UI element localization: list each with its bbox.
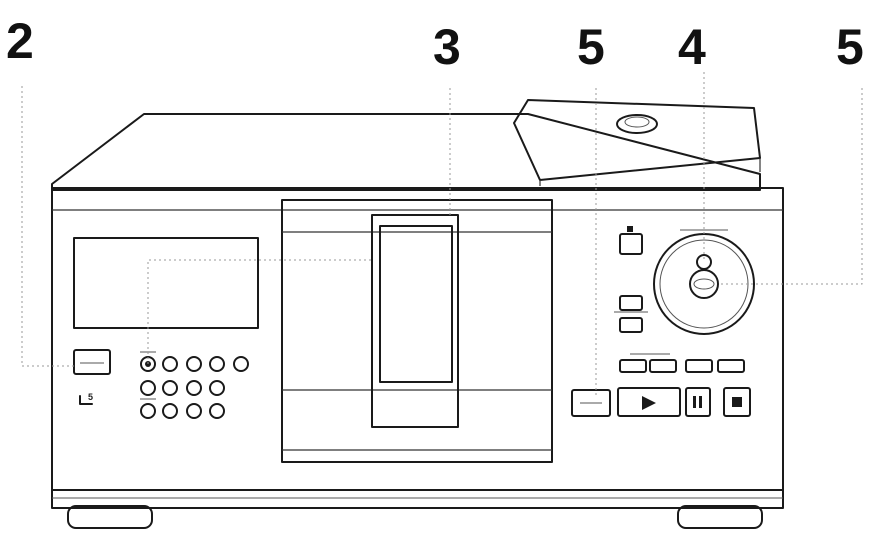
- func-button-3[interactable]: [685, 359, 713, 373]
- key-6[interactable]: [140, 380, 156, 396]
- callout-3: 3: [433, 19, 461, 75]
- key-9[interactable]: [209, 380, 225, 396]
- side-button-2[interactable]: [619, 317, 643, 333]
- stop-button[interactable]: [723, 387, 751, 417]
- front-panel: [51, 187, 784, 491]
- key-7[interactable]: [162, 380, 178, 396]
- callout-5-left: 5: [577, 19, 605, 75]
- disc-button-indicator-icon: [627, 226, 633, 232]
- pause-icon: [693, 396, 702, 408]
- foot-left: [67, 505, 153, 529]
- key-10[interactable]: [140, 403, 156, 419]
- door-window-frame: [371, 214, 459, 428]
- key-13[interactable]: [209, 403, 225, 419]
- unit-top-surface: [51, 113, 761, 191]
- key-2[interactable]: [162, 356, 178, 372]
- base-plinth: [51, 489, 784, 509]
- power-button[interactable]: [73, 349, 111, 375]
- display-window: [73, 237, 259, 329]
- stop-icon: [732, 397, 742, 407]
- door-window[interactable]: [379, 225, 453, 383]
- pause-button[interactable]: [685, 387, 711, 417]
- callout-2: 2: [6, 13, 34, 69]
- play-icon: [642, 396, 656, 410]
- lid-handle: [616, 114, 658, 134]
- func-button-4[interactable]: [717, 359, 745, 373]
- side-button-1[interactable]: [619, 295, 643, 311]
- leader-key: [147, 259, 372, 364]
- jog-dial-center-label: [693, 278, 715, 290]
- key-5[interactable]: [233, 356, 249, 372]
- foot-right: [677, 505, 763, 529]
- center-door: [281, 199, 553, 463]
- numeric-keypad: [140, 351, 249, 419]
- svg-text:5: 5: [88, 392, 93, 402]
- leader-2: [21, 86, 74, 367]
- dolby-like-logo-icon: 5: [79, 392, 93, 405]
- callout-4: 4: [678, 19, 706, 75]
- jog-dial[interactable]: [653, 229, 755, 335]
- continue-button[interactable]: [571, 389, 611, 417]
- leader-5-right: [718, 88, 863, 285]
- key-12[interactable]: [186, 403, 202, 419]
- play-button[interactable]: [617, 387, 681, 417]
- callout-5-right: 5: [836, 19, 864, 75]
- lid-handle-inner: [624, 116, 650, 128]
- key-8[interactable]: [186, 380, 202, 396]
- func-button-2[interactable]: [649, 359, 677, 373]
- disc-button-top[interactable]: [619, 233, 643, 255]
- leader-lines: [21, 72, 863, 398]
- key-11[interactable]: [162, 403, 178, 419]
- func-button-1[interactable]: [619, 359, 647, 373]
- disc-lid: [513, 99, 761, 181]
- jog-dial-top-button[interactable]: [696, 254, 712, 270]
- key-3[interactable]: [186, 356, 202, 372]
- key-4[interactable]: [209, 356, 225, 372]
